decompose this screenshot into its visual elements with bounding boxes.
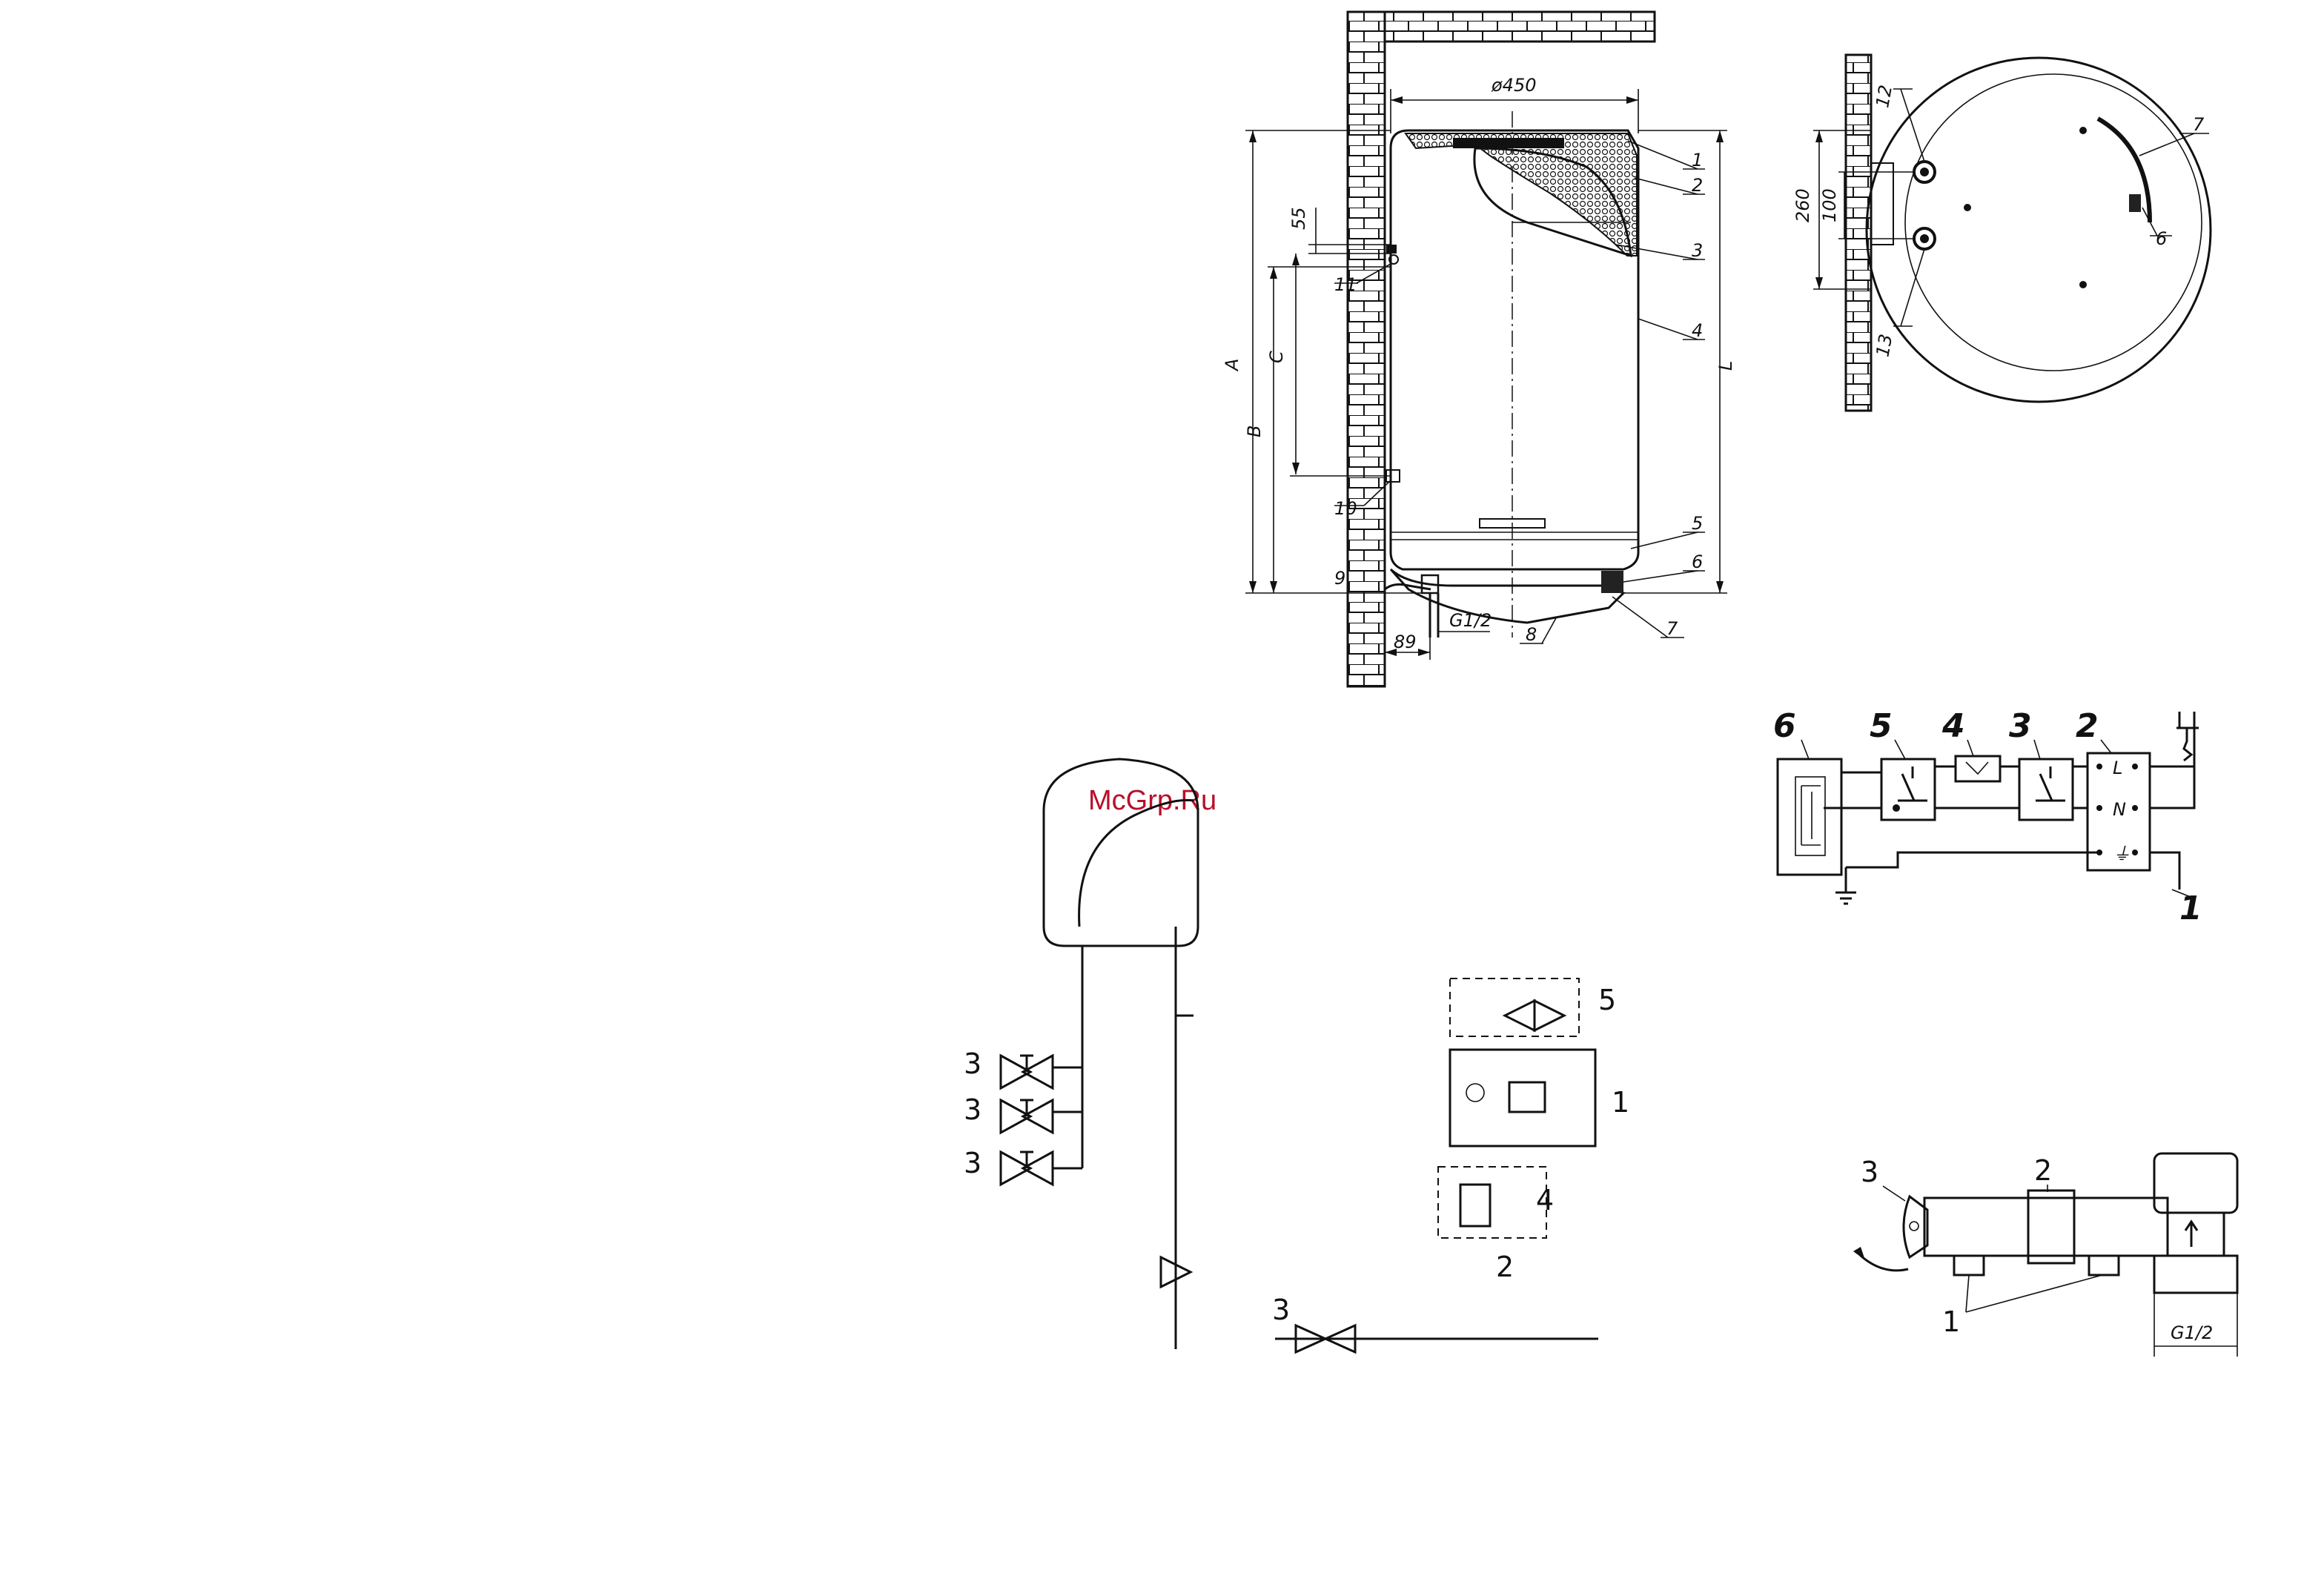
- outlet-nozzle-2: [2089, 1256, 2119, 1275]
- wiring-label-2: 2: [2076, 707, 2099, 745]
- svg-text:3: 3: [1692, 240, 1703, 261]
- valve-ring: [2028, 1191, 2074, 1263]
- valve-body: [2168, 1213, 2224, 1256]
- dim-100: 100: [1819, 188, 1840, 222]
- heating-element: [2098, 119, 2150, 222]
- svg-text:8: 8: [1526, 624, 1537, 645]
- wiring-label-4: 4: [1941, 707, 1965, 745]
- valve-label-2: 2: [2034, 1154, 2052, 1187]
- dim-a: A: [1222, 359, 1242, 372]
- dim-thread: G1/2: [1449, 610, 1492, 631]
- heater-top-view: 260 100 12 13 7 6: [1792, 55, 2211, 411]
- dim-260: 260: [1792, 188, 1813, 222]
- wiring-label-6: 6: [1773, 707, 1796, 745]
- dim-diameter: ø450: [1491, 75, 1537, 96]
- wiring-label-3: 3: [2009, 707, 2032, 745]
- plumbing-label-2: 2: [1496, 1251, 1514, 1283]
- terminal-n: N: [2113, 799, 2126, 820]
- svg-text:1: 1: [1692, 150, 1703, 170]
- valve-detail: G1/2 3 2 1: [1853, 1153, 2237, 1357]
- callout-13: 13: [1872, 333, 1896, 359]
- hot-taps: [1001, 1056, 1053, 1185]
- svg-text:6: 6: [1692, 552, 1703, 572]
- plumbing-scheme: 3 3 3 5 1 4 2 3: [964, 759, 1629, 1352]
- valve-pipe: [1924, 1198, 2168, 1256]
- plumbing-label-4: 4: [1536, 1184, 1554, 1216]
- svg-text:11: 11: [1334, 274, 1357, 295]
- dim-l: L: [1715, 361, 1736, 371]
- wiring-label-1: 1: [2179, 890, 2202, 927]
- terminal-l: L: [2113, 758, 2122, 778]
- callout-12: 12: [1872, 84, 1896, 110]
- drain-valve-box: [1450, 979, 1579, 1036]
- mounting-bracket: [1386, 245, 1397, 254]
- relief-valve: [1509, 1082, 1545, 1112]
- plumbing-label-1: 1: [1612, 1086, 1629, 1119]
- safety-valve-box: [1450, 1050, 1595, 1146]
- indicator-box: [1956, 756, 2000, 781]
- dim-b: B: [1244, 426, 1265, 437]
- pressure-reducer: [1460, 1185, 1490, 1226]
- plumbing-label-5: 5: [1598, 984, 1616, 1016]
- wall-section: [1348, 12, 1385, 686]
- callout-6: 6: [2156, 228, 2167, 249]
- wiring-diagram: L N ⏚ 6 5 4 3 2 1: [1773, 707, 2202, 927]
- plumbing-label-main-tap: 3: [1272, 1294, 1290, 1326]
- inner-shell: [1905, 74, 2202, 371]
- outlet-nozzle-1: [1954, 1256, 1984, 1275]
- plumbing-label-tap-2: 3: [964, 1093, 981, 1126]
- svg-text:7: 7: [1666, 618, 1678, 639]
- dim-c: C: [1266, 351, 1287, 363]
- union-nut-bottom: [2154, 1256, 2237, 1293]
- thermostat-knob: [1601, 571, 1623, 593]
- valve-label-3: 3: [1861, 1156, 1878, 1188]
- plumbing-label-tap-3: 3: [964, 1147, 981, 1179]
- svg-text:9: 9: [1334, 568, 1345, 589]
- bottom-cover: [1391, 569, 1623, 623]
- wiring-label-5: 5: [1870, 707, 1893, 745]
- svg-text:10: 10: [1334, 498, 1357, 519]
- ceiling-section: [1385, 12, 1655, 42]
- svg-text:2: 2: [1692, 175, 1703, 196]
- pressure-reducer-box: [1438, 1167, 1546, 1238]
- svg-text:5: 5: [1692, 513, 1703, 534]
- svg-text:4: 4: [1692, 320, 1703, 341]
- heater-front-view: ø450 A B C 55 L: [1222, 12, 1736, 686]
- dim-55: 55: [1288, 207, 1309, 230]
- valve-dim-thread: G1/2: [2171, 1322, 2213, 1343]
- top-cap: [1453, 138, 1564, 148]
- plumbing-label-tap-1: 3: [964, 1047, 981, 1080]
- callout-7: 7: [2193, 114, 2205, 135]
- terminal-ground: ⏚: [2113, 844, 2131, 864]
- dim-89: 89: [1394, 632, 1417, 652]
- valve-label-1: 1: [1942, 1305, 1960, 1338]
